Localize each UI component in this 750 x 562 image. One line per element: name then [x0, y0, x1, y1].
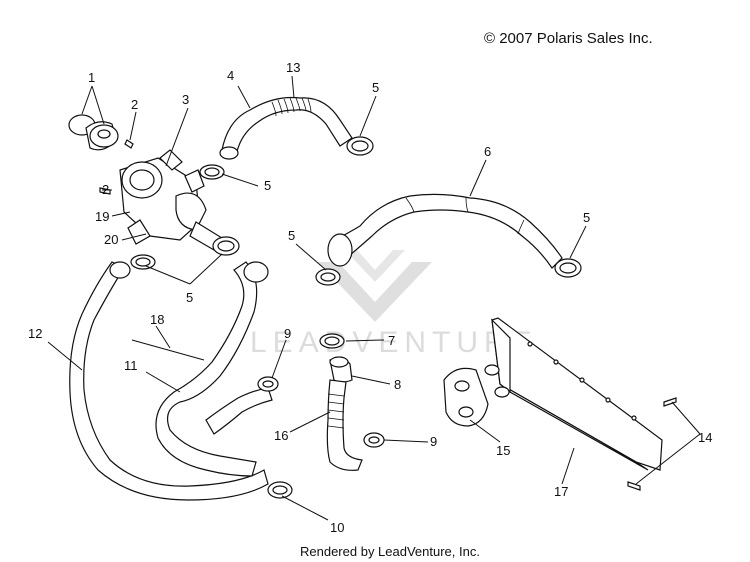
callout-15: 15	[496, 443, 510, 458]
callout-6: 6	[484, 144, 491, 159]
callout-20: 20	[104, 232, 118, 247]
part-hose-11	[155, 261, 273, 477]
callout-4: 4	[227, 68, 234, 83]
callout-7: 7	[388, 333, 395, 348]
part-fastener-14	[627, 397, 677, 491]
callout-2-upper: 2	[131, 97, 138, 112]
part-rubber-mount	[443, 367, 489, 427]
watermark-logo	[318, 262, 432, 322]
watermark-text: LEADVENTURE	[250, 326, 538, 359]
callout-13: 13	[286, 60, 300, 75]
callout-8: 8	[394, 377, 401, 392]
part-clamp-9-upper	[257, 376, 279, 392]
part-clamp-hose6-left	[315, 268, 341, 286]
callout-5-top-right: 5	[372, 80, 379, 95]
callout-16: 16	[274, 428, 288, 443]
part-hose-6	[327, 193, 563, 269]
callout-3: 3	[182, 92, 189, 107]
callouts: 1 2 3 4 13 5 5 6 2 19 20 5 5 5 12 18 11 …	[28, 60, 712, 535]
part-thermostat-housing	[119, 149, 223, 251]
callout-19: 19	[95, 209, 109, 224]
part-hose-8	[329, 356, 353, 383]
part-radiator-cap	[68, 114, 119, 151]
callout-1: 1	[88, 70, 95, 85]
part-clamp-10	[267, 481, 293, 499]
part-clamp-thermostat	[199, 164, 225, 180]
watermark: LEADVENTURE	[250, 250, 538, 359]
copyright-notice: © 2007 Polaris Sales Inc.	[484, 30, 653, 47]
part-hose-16	[326, 379, 363, 471]
callout-12: 12	[28, 326, 42, 341]
callout-9-lower: 9	[430, 434, 437, 449]
part-clamp-lower-left	[130, 254, 156, 270]
leader-lines	[47, 75, 701, 521]
part-hose-12	[69, 261, 269, 501]
callout-5-thermostat: 5	[264, 178, 271, 193]
callout-5-lower: 5	[186, 290, 193, 305]
part-clamp-9-lower	[363, 432, 385, 448]
part-clamp-7	[319, 333, 345, 349]
callout-9-upper: 9	[284, 326, 291, 341]
part-upper-hose	[219, 96, 353, 160]
callout-17: 17	[554, 484, 568, 499]
part-screw-upper	[124, 139, 134, 149]
callout-11: 11	[124, 358, 138, 373]
part-clamp-hose6-right	[554, 258, 582, 278]
part-cooler	[484, 317, 663, 471]
part-clamp-top-right	[346, 136, 374, 156]
callout-2-lower: 2	[102, 182, 109, 197]
callout-10: 10	[330, 520, 344, 535]
part-tie-strap	[131, 339, 205, 361]
part-clamp-mid	[212, 236, 240, 256]
callout-14: 14	[698, 430, 712, 445]
footer-credit: Rendered by LeadVenture, Inc.	[300, 544, 480, 559]
callout-5-hose6-right: 5	[583, 210, 590, 225]
callout-18: 18	[150, 312, 164, 327]
callout-5-hose6-left: 5	[288, 228, 295, 243]
